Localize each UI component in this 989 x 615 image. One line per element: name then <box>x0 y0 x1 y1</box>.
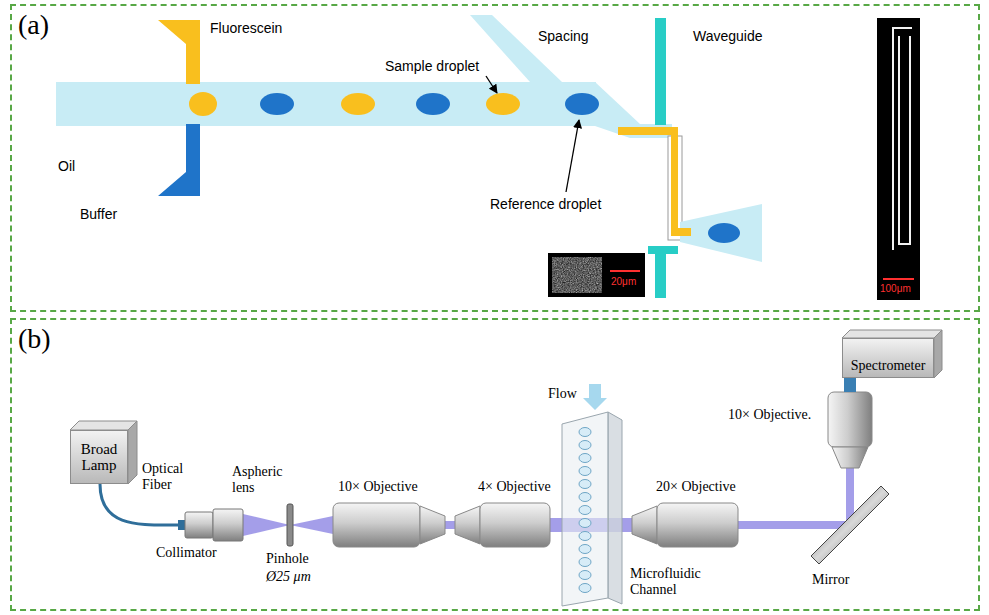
droplet <box>579 441 591 450</box>
buffer-droplet <box>260 93 294 115</box>
panel-frame: Broad Lamp Spectrometer (b) <box>10 318 980 611</box>
panel-label: (a) <box>12 6 49 42</box>
lamp-box: Broad Lamp <box>70 430 128 484</box>
elongated-droplet <box>671 127 678 236</box>
panel-label: (b) <box>12 320 51 356</box>
elongated-droplet <box>671 228 691 236</box>
spacing-channel <box>470 15 562 82</box>
droplet <box>579 480 591 489</box>
objective-lens <box>480 503 550 547</box>
droplet <box>579 428 591 437</box>
fiber-connector <box>844 378 856 392</box>
objective-lens <box>420 506 445 544</box>
part-label: Collimator <box>156 545 217 561</box>
part-label: Pinhole <box>266 551 309 567</box>
part-label: Buffer <box>80 206 117 222</box>
droplet <box>579 519 591 528</box>
droplet <box>579 493 591 502</box>
part-label: 10× Objective. <box>728 407 811 423</box>
objective-lens <box>632 506 657 544</box>
objective-lens <box>832 447 868 468</box>
box-side-face <box>128 421 137 484</box>
micrograph-inset <box>548 253 645 297</box>
droplet <box>579 584 591 593</box>
droplet <box>579 571 591 580</box>
light-beam <box>738 521 850 529</box>
elongated-droplet <box>618 127 674 135</box>
part-label: Oil <box>58 158 75 174</box>
droplet <box>579 506 591 515</box>
oil-channel <box>56 82 596 126</box>
buffer-droplet <box>416 93 450 115</box>
optical-fiber <box>100 484 178 525</box>
microfluidic-chip <box>608 412 622 604</box>
scale-label: 100μm <box>880 283 911 295</box>
scale-bar <box>883 278 914 280</box>
droplet <box>579 467 591 476</box>
part-label: Sample droplet <box>385 58 479 74</box>
box-side-face <box>934 330 942 378</box>
leader-arrow <box>486 76 497 93</box>
part-label: Mirror <box>812 572 849 588</box>
micrograph-inset <box>877 18 920 300</box>
fluorescein-inlet <box>158 20 200 84</box>
waveguide <box>655 246 666 298</box>
box-top-face <box>842 330 942 338</box>
panel-frame: (a) <box>10 4 980 312</box>
box-label: Spectrometer <box>851 358 926 373</box>
pinhole <box>287 504 293 546</box>
droplet <box>579 558 591 567</box>
flow-arrow <box>583 384 607 410</box>
part-label: Optical Fiber <box>142 461 192 493</box>
objective-lens <box>828 392 872 447</box>
part-label: Aspheric lens <box>232 464 294 496</box>
part-label: 4× Objective <box>478 479 551 495</box>
part-label: 20× Objective <box>656 479 736 495</box>
microfluidic-chip <box>562 412 608 606</box>
droplet <box>579 454 591 463</box>
light-beam <box>243 514 290 536</box>
waveguide-image <box>893 28 912 250</box>
droplet <box>579 532 591 541</box>
outlet-channel <box>680 204 762 262</box>
box-label: Broad Lamp <box>76 441 122 474</box>
light-beam <box>445 521 455 529</box>
buffer-droplet <box>708 223 740 243</box>
part-label: Fluorescein <box>210 20 282 36</box>
collimator <box>185 512 213 538</box>
leader-arrow <box>566 120 579 192</box>
part-label: Spacing <box>538 28 589 44</box>
dimension-label: Ø25 μm <box>266 569 311 585</box>
objective-lens <box>333 503 420 547</box>
scale-bar <box>610 270 640 272</box>
buffer-inlet <box>158 124 200 196</box>
forming-droplet <box>189 92 217 116</box>
part-label: Flow <box>548 386 577 402</box>
droplet <box>579 545 591 554</box>
part-label: Reference droplet <box>490 196 601 212</box>
objective-lens <box>455 506 480 544</box>
micrograph-texture <box>552 257 602 293</box>
part-label: 10× Objective <box>338 479 418 495</box>
mirror <box>811 486 889 564</box>
objective-lens <box>657 503 738 547</box>
part-label: Microfluidic Channel <box>630 566 712 598</box>
spectrometer-box: Spectrometer <box>842 338 934 378</box>
scale-label: 20μm <box>611 276 636 288</box>
aspheric-lens <box>213 509 243 541</box>
waveguide <box>655 18 666 125</box>
reference-droplet <box>565 93 599 115</box>
sample-droplet <box>341 93 375 115</box>
box-top-face <box>70 421 137 430</box>
droplet-column <box>579 428 591 593</box>
part-label: Waveguide <box>693 28 763 44</box>
sample-droplet <box>486 93 520 115</box>
light-beam <box>290 516 333 534</box>
